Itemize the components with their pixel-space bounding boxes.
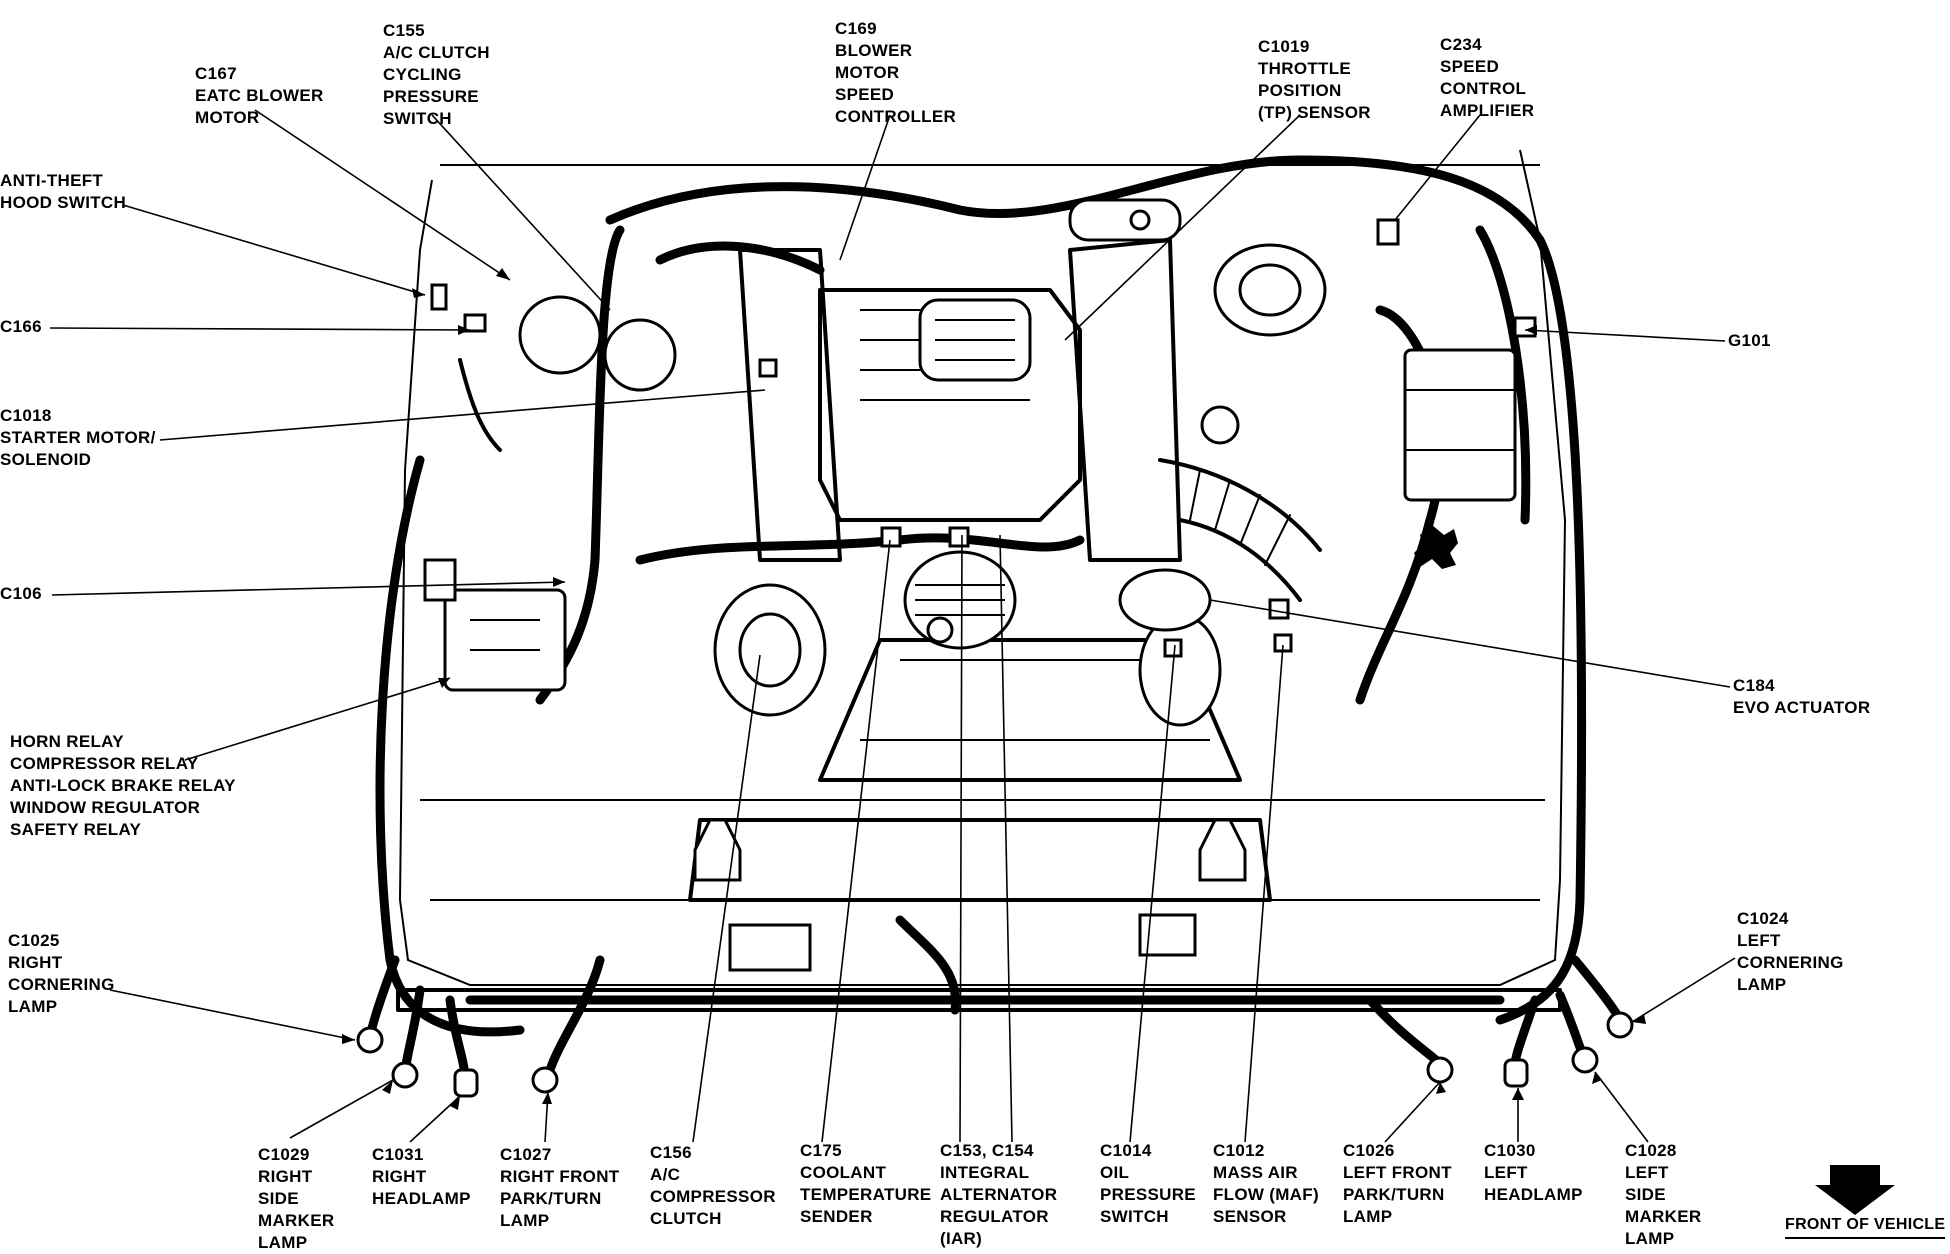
label-c166: C166 bbox=[0, 317, 42, 336]
air-intake-duct bbox=[1158, 458, 1322, 602]
label-c106: C106 bbox=[0, 584, 42, 603]
label-c175: C175 COOLANT TEMPERATURE SENDER bbox=[800, 1141, 932, 1226]
label-anti-theft-hood-switch: ANTI-THEFT HOOD SWITCH bbox=[0, 171, 127, 212]
label-c1014: C1014 OIL PRESSURE SWITCH bbox=[1100, 1141, 1196, 1226]
leader-arrowheads bbox=[342, 268, 1646, 1110]
blower-motor bbox=[458, 295, 677, 452]
label-g101: G101 bbox=[1728, 331, 1771, 350]
label-c234: C234 SPEED CONTROL AMPLIFIER bbox=[1440, 35, 1535, 120]
label-c1029: C1029 RIGHT SIDE MARKER LAMP bbox=[258, 1145, 335, 1252]
lamp-harness-branches bbox=[365, 915, 1625, 1085]
label-c1031: C1031 RIGHT HEADLAMP bbox=[372, 1145, 471, 1208]
main-wiring-harness bbox=[375, 155, 1587, 1037]
label-c184: C184 EVO ACTUATOR bbox=[1733, 676, 1871, 717]
leader-lines bbox=[49, 109, 1736, 1143]
label-c1026: C1026 LEFT FRONT PARK/TURN LAMP bbox=[1343, 1141, 1452, 1226]
down-arrow-icon bbox=[1815, 1165, 1895, 1215]
label-c153-c154: C153, C154 INTEGRAL ALTERNATOR REGULATOR… bbox=[940, 1141, 1058, 1248]
harness-connectors bbox=[430, 218, 1537, 658]
ac-compressor bbox=[713, 583, 827, 717]
label-c1024: C1024 LEFT CORNERING LAMP bbox=[1737, 909, 1844, 994]
battery bbox=[1403, 348, 1517, 569]
label-c169: C169 BLOWER MOTOR SPEED CONTROLLER bbox=[835, 19, 957, 126]
front-brackets bbox=[693, 818, 1247, 972]
lamp-connectors bbox=[356, 1011, 1634, 1098]
label-c1030: C1030 LEFT HEADLAMP bbox=[1484, 1141, 1583, 1204]
label-relays: HORN RELAY COMPRESSOR RELAY ANTI-LOCK BR… bbox=[10, 732, 236, 839]
relay-box bbox=[423, 558, 567, 692]
label-c156: C156 A/C COMPRESSOR CLUTCH bbox=[650, 1143, 776, 1228]
label-c1018: C1018 STARTER MOTOR/ SOLENOID bbox=[0, 406, 156, 469]
label-c155: C155 A/C CLUTCH CYCLING PRESSURE SWITCH bbox=[383, 21, 490, 128]
label-c1027: C1027 RIGHT FRONT PARK/TURN LAMP bbox=[500, 1145, 620, 1230]
alternator bbox=[903, 550, 1017, 650]
label-c1025: C1025 RIGHT CORNERING LAMP bbox=[8, 931, 115, 1016]
throttle-body bbox=[1068, 198, 1327, 445]
engine-block bbox=[688, 238, 1272, 902]
front-of-vehicle-label: FRONT OF VEHICLE bbox=[1785, 1216, 1946, 1233]
oil-filter-assembly bbox=[1118, 568, 1222, 727]
label-c1019: C1019 THROTTLE POSITION (TP) SENSOR bbox=[1258, 37, 1371, 122]
label-c167: C167 EATC BLOWER MOTOR bbox=[195, 64, 324, 127]
label-c1012: C1012 MASS AIR FLOW (MAF) SENSOR bbox=[1213, 1141, 1319, 1226]
label-c1028: C1028 LEFT SIDE MARKER LAMP bbox=[1625, 1141, 1702, 1248]
